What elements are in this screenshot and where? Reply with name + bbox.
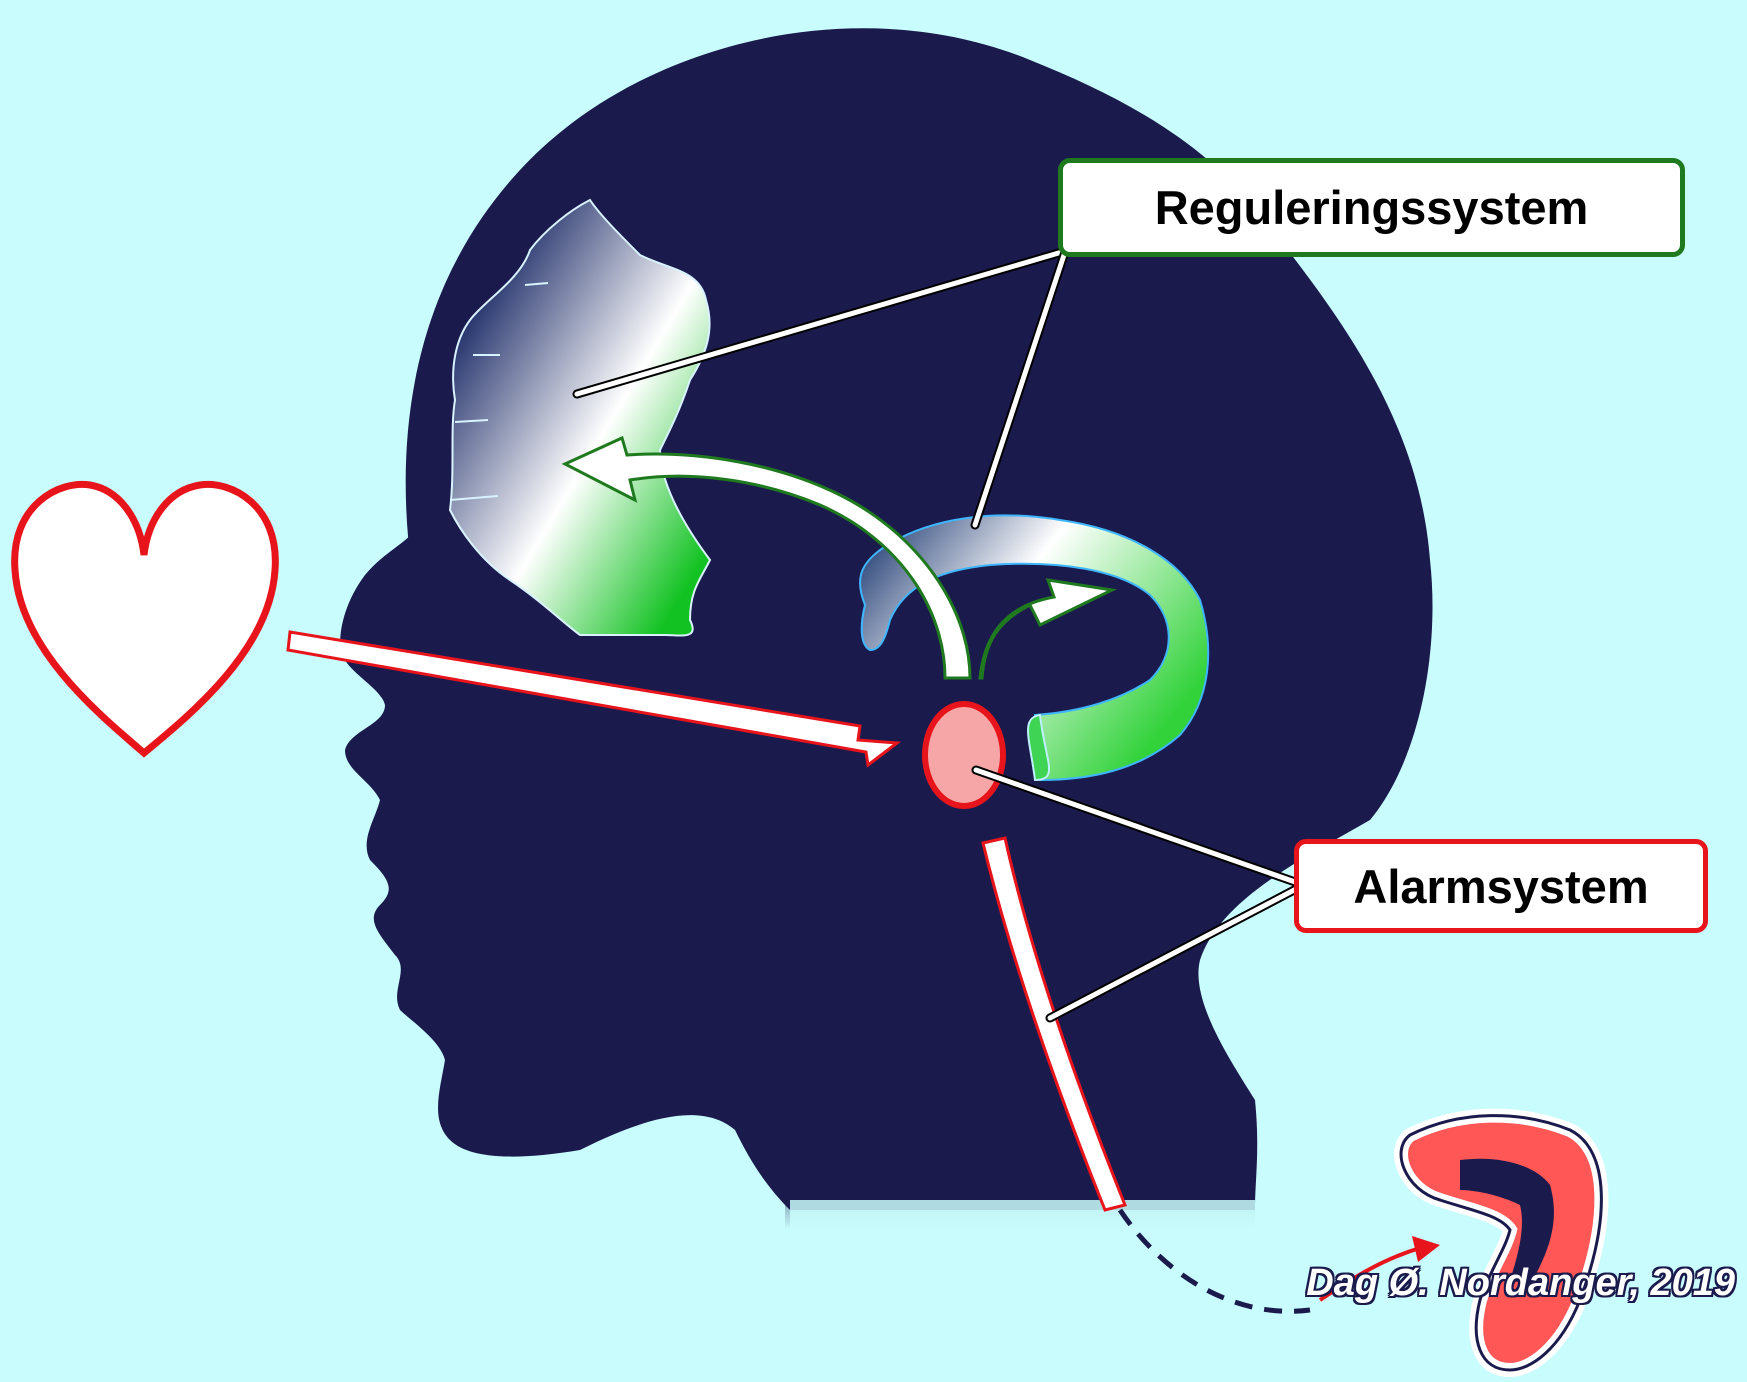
- arrow-to-gut-head: [1412, 1236, 1440, 1262]
- amygdala: [925, 704, 1003, 806]
- regulation-system-text: Reguleringssystem: [1155, 180, 1589, 235]
- alarm-system-text: Alarmsystem: [1353, 859, 1648, 914]
- regulation-system-label: Reguleringssystem: [1058, 158, 1685, 257]
- neck-bottom: [790, 1200, 1255, 1250]
- heart-icon: [15, 484, 276, 753]
- author-credit: Dag Ø. Nordanger, 2019: [1245, 1262, 1735, 1305]
- alarm-system-label: Alarmsystem: [1294, 839, 1708, 933]
